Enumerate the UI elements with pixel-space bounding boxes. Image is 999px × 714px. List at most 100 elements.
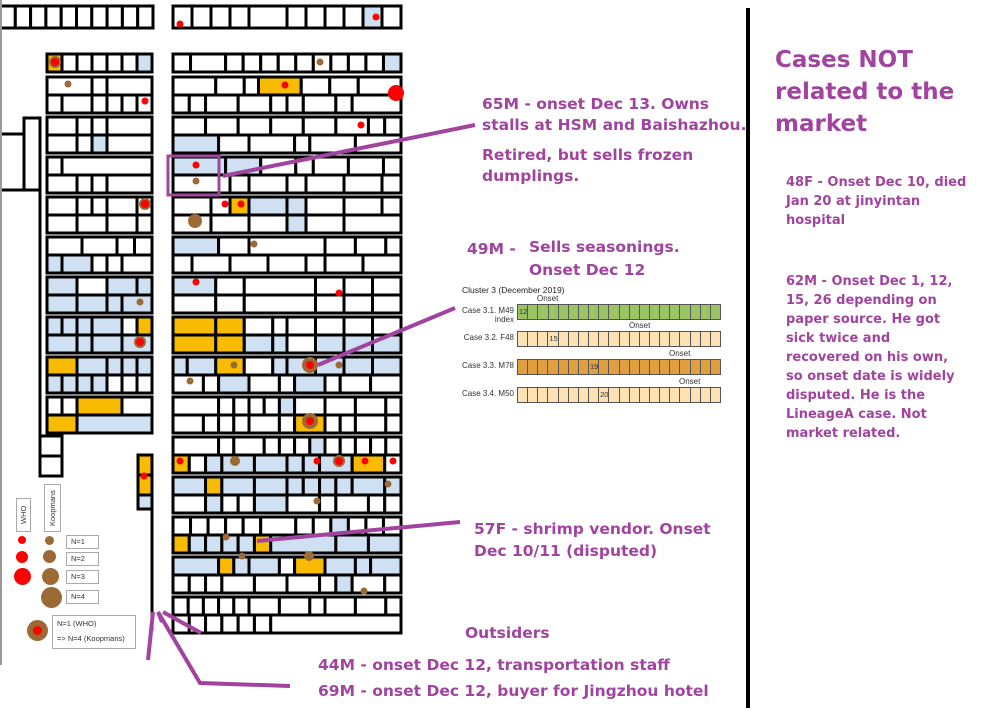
stall [271, 355, 289, 377]
stall [214, 75, 246, 97]
stall [242, 275, 317, 297]
stall [90, 333, 124, 355]
stall [171, 333, 218, 355]
stall [209, 213, 251, 235]
stall [232, 413, 251, 435]
stall [75, 355, 109, 377]
day-cell [589, 332, 600, 346]
case-timeline-bar: 20 [517, 387, 721, 403]
stall [293, 435, 312, 457]
stall [120, 315, 139, 337]
who-case-dot [136, 338, 144, 346]
day-cell [701, 360, 711, 374]
day-cell: 12 [518, 305, 529, 319]
outsiders-heading: Outsiders [465, 624, 550, 642]
stall [381, 52, 403, 74]
stall [277, 555, 297, 577]
outsiders-list: 44M - onset Dec 12, transportation staff… [318, 652, 709, 704]
day-cell [650, 360, 661, 374]
who-case-dot [51, 58, 59, 66]
who-case-dot [141, 200, 149, 208]
stall [133, 235, 154, 257]
stall [45, 395, 64, 417]
who-dot-n3 [14, 568, 31, 585]
day-cell [609, 388, 620, 402]
day-cell [630, 332, 640, 346]
day-cell [609, 360, 620, 374]
stall [353, 595, 388, 617]
day-cell [660, 305, 671, 319]
stall [247, 555, 281, 577]
stall [369, 555, 403, 577]
stall [384, 395, 403, 417]
stall [232, 435, 266, 457]
stall [247, 395, 266, 417]
stall [105, 373, 124, 395]
stall [228, 4, 251, 30]
stall [60, 253, 94, 275]
stall [353, 235, 388, 257]
building [0, 132, 26, 192]
not-market-title: Cases NOT related to the market [775, 47, 955, 137]
stall [171, 253, 194, 275]
stall [90, 75, 109, 97]
stall [185, 355, 218, 377]
stall [247, 595, 281, 617]
day-cell [680, 305, 691, 319]
stall [90, 253, 109, 275]
stall [314, 333, 346, 355]
stall [242, 293, 317, 315]
annotation-49m-prefix: 49M - [467, 240, 516, 258]
stall [323, 595, 357, 617]
connector-65m [222, 123, 476, 178]
stall [311, 155, 350, 177]
annotation-48f: 48F - Onset Dec 10, died Jan 20 at jinyi… [786, 175, 967, 228]
legend-combined-line2: => N=4 (Koopmans) [57, 634, 125, 643]
koopmans-case-dot [360, 587, 368, 595]
stall [285, 93, 305, 115]
stall [252, 475, 289, 497]
stall [217, 595, 236, 617]
day-cell [670, 388, 681, 402]
stall [204, 475, 224, 497]
stall [75, 413, 154, 435]
legend-size-n3: N=3 [66, 570, 99, 584]
stall [171, 435, 221, 457]
stall [60, 52, 79, 74]
legend-combined-box: N=1 (WHO) => N=4 (Koopmans) [52, 615, 136, 649]
koopmans-case-dot [335, 361, 343, 369]
stall [318, 475, 338, 497]
stall [285, 213, 308, 235]
stall [293, 373, 327, 395]
stall [277, 413, 297, 435]
stall [383, 115, 403, 137]
stall [217, 413, 236, 435]
stall [90, 93, 109, 115]
day-cell [579, 332, 590, 346]
stall [206, 515, 228, 537]
stall [214, 275, 246, 297]
stall [366, 533, 403, 555]
day-cell [711, 388, 720, 402]
building [38, 434, 64, 458]
stall [285, 173, 308, 195]
day-cell [691, 360, 701, 374]
who-case-dot [306, 417, 314, 425]
stall [247, 4, 289, 30]
stall [75, 115, 94, 137]
stall [271, 315, 289, 337]
stall [75, 395, 124, 417]
stall [187, 93, 208, 115]
stall [45, 253, 64, 275]
day-cell [691, 388, 701, 402]
stall [45, 355, 79, 377]
day-cell: 19 [589, 360, 600, 374]
day-cell [609, 305, 620, 319]
stall [187, 573, 208, 595]
stall [45, 235, 84, 257]
stall [105, 355, 124, 377]
stall [308, 435, 327, 457]
stall [60, 93, 94, 115]
onset-label: Onset [669, 349, 691, 358]
